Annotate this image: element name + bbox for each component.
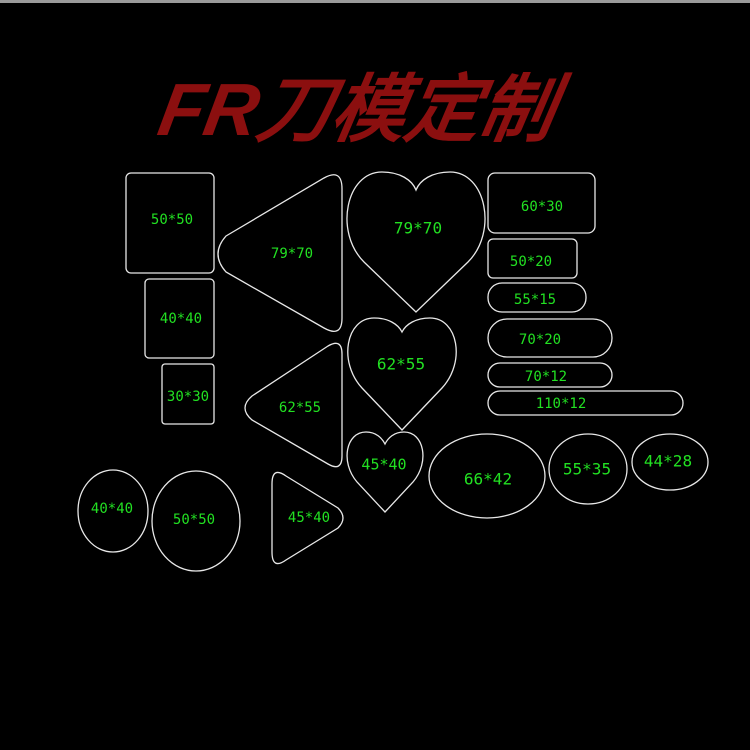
shape-circle-50: 50*50 — [151, 470, 241, 572]
shape-slot-70x12: 70*12 — [487, 362, 613, 388]
top-border — [0, 0, 750, 3]
shape-label: 60*30 — [521, 199, 563, 215]
shape-heart-62: 62*55 — [347, 317, 457, 431]
shape-label: 45*40 — [361, 456, 406, 474]
shape-label: 45*40 — [288, 510, 330, 526]
shape-slot-110x12: 110*12 — [487, 390, 684, 416]
shape-label: 70*20 — [519, 332, 561, 348]
shape-label: 70*12 — [525, 369, 567, 385]
shape-label: 110*12 — [536, 396, 587, 412]
shape-label: 40*40 — [160, 311, 202, 327]
shape-label: 30*30 — [167, 389, 209, 405]
shape-heart-45: 45*40 — [346, 431, 424, 513]
shape-label: 50*50 — [151, 212, 193, 228]
shape-label: 50*20 — [510, 254, 552, 270]
shape-triangle-45: 45*40 — [271, 471, 344, 565]
shape-triangle-79: 79*70 — [217, 174, 343, 332]
shape-triangle-62: 62*55 — [244, 342, 343, 468]
shape-label: 66*42 — [464, 470, 512, 489]
shape-circle-40: 40*40 — [77, 469, 149, 553]
shape-square-50: 50*50 — [125, 172, 215, 274]
shape-rect-60x30: 60*30 — [487, 172, 596, 234]
shape-slot-70x20: 70*20 — [487, 318, 613, 358]
shape-label: 55*15 — [514, 292, 556, 308]
shape-label: 62*55 — [279, 400, 321, 416]
shape-slot-55x15: 55*15 — [487, 282, 587, 313]
shape-ellipse-44x28: 44*28 — [631, 433, 709, 491]
shape-ellipse-66x42: 66*42 — [428, 433, 546, 519]
shape-heart-79: 79*70 — [346, 171, 486, 313]
shape-label: 79*70 — [271, 246, 313, 262]
shape-label: 55*35 — [563, 460, 611, 479]
shape-label: 40*40 — [91, 501, 133, 517]
shape-ellipse-55x35: 55*35 — [548, 433, 628, 505]
shape-label: 79*70 — [394, 219, 442, 238]
shape-square-30: 30*30 — [161, 363, 215, 425]
shape-label: 44*28 — [644, 452, 692, 471]
shape-rect-50x20: 50*20 — [487, 238, 578, 279]
shape-label: 62*55 — [377, 355, 425, 374]
shape-label: 50*50 — [173, 512, 215, 528]
shape-square-40: 40*40 — [144, 278, 215, 359]
